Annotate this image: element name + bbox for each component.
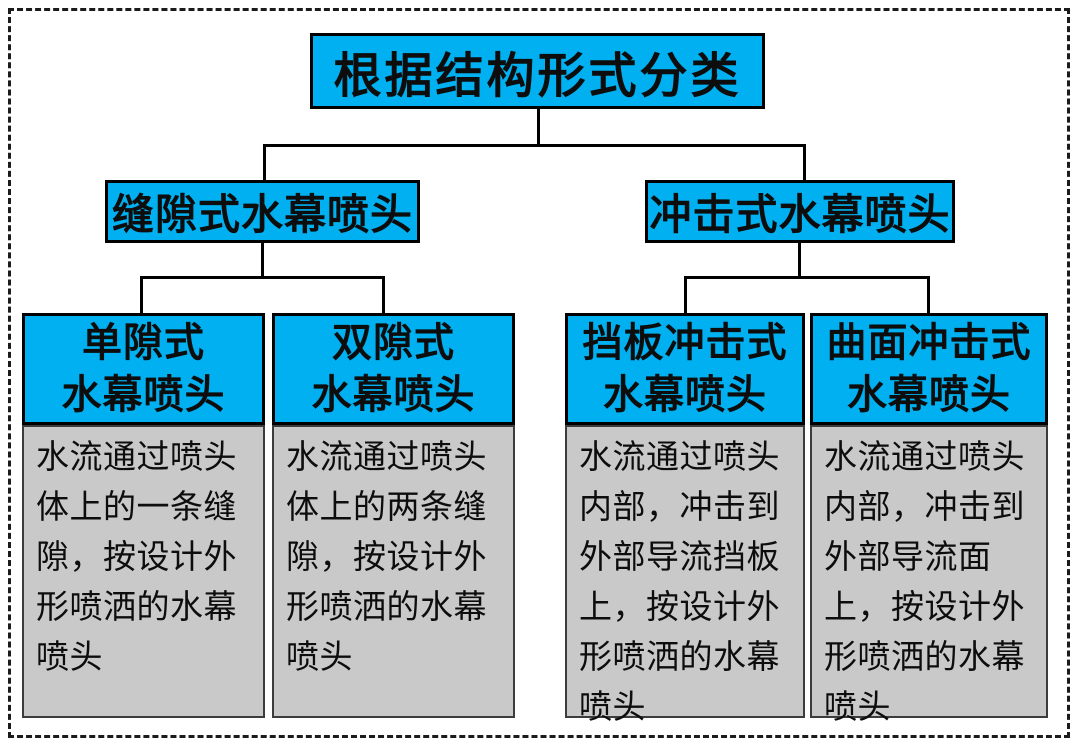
leaf-description-curved-impact: 水流通过喷头内部，冲击到外部导流面上，按设计外形喷洒的水幕喷头 bbox=[810, 425, 1048, 725]
leaf-description-double-slot: 水流通过喷头体上的两条缝隙，按设计外形喷洒的水幕喷头 bbox=[272, 425, 515, 718]
connector-leaf4-drop bbox=[927, 276, 930, 314]
connector-root-stem bbox=[537, 109, 540, 147]
connector-right-horizontal bbox=[684, 276, 930, 279]
branch-node-slot-type: 缝隙式水幕喷头 bbox=[105, 180, 420, 243]
leaf-title-baffle-impact: 挡板冲击式 水幕喷头 bbox=[565, 313, 805, 425]
leaf-title-single-slot: 单隙式 水幕喷头 bbox=[22, 313, 265, 425]
connector-root-horizontal bbox=[263, 144, 806, 147]
connector-leaf2-drop bbox=[382, 276, 385, 314]
leaf-node-single-slot: 单隙式 水幕喷头 水流通过喷头体上的一条缝隙，按设计外形喷洒的水幕喷头 bbox=[22, 313, 265, 718]
connector-left-stem bbox=[261, 242, 264, 279]
connector-branch-left-drop bbox=[263, 144, 266, 182]
leaf-description-baffle-impact: 水流通过喷头内部，冲击到外部导流挡板上，按设计外形喷洒的水幕喷头 bbox=[565, 425, 805, 725]
leaf-node-double-slot: 双隙式 水幕喷头 水流通过喷头体上的两条缝隙，按设计外形喷洒的水幕喷头 bbox=[272, 313, 515, 718]
leaf-description-single-slot: 水流通过喷头体上的一条缝隙，按设计外形喷洒的水幕喷头 bbox=[22, 425, 265, 718]
dashed-border-frame bbox=[8, 8, 1070, 738]
connector-right-stem bbox=[798, 242, 801, 279]
connector-left-horizontal bbox=[140, 276, 385, 279]
branch-node-impact-type: 冲击式水幕喷头 bbox=[645, 180, 955, 243]
connector-branch-right-drop bbox=[803, 144, 806, 182]
connector-leaf3-drop bbox=[684, 276, 687, 314]
leaf-node-baffle-impact: 挡板冲击式 水幕喷头 水流通过喷头内部，冲击到外部导流挡板上，按设计外形喷洒的水… bbox=[565, 313, 805, 725]
root-node-title: 根据结构形式分类 bbox=[310, 33, 765, 109]
leaf-title-double-slot: 双隙式 水幕喷头 bbox=[272, 313, 515, 425]
connector-leaf1-drop bbox=[140, 276, 143, 314]
leaf-title-curved-impact: 曲面冲击式 水幕喷头 bbox=[810, 313, 1048, 425]
leaf-node-curved-impact: 曲面冲击式 水幕喷头 水流通过喷头内部，冲击到外部导流面上，按设计外形喷洒的水幕… bbox=[810, 313, 1048, 725]
